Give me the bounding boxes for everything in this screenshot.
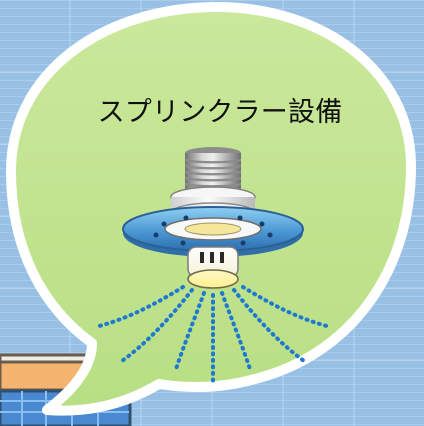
bubble-title: スプリンクラー設備 [97, 97, 343, 128]
sprinkler-head-icon [122, 147, 304, 289]
water-spray-icon [93, 285, 333, 386]
